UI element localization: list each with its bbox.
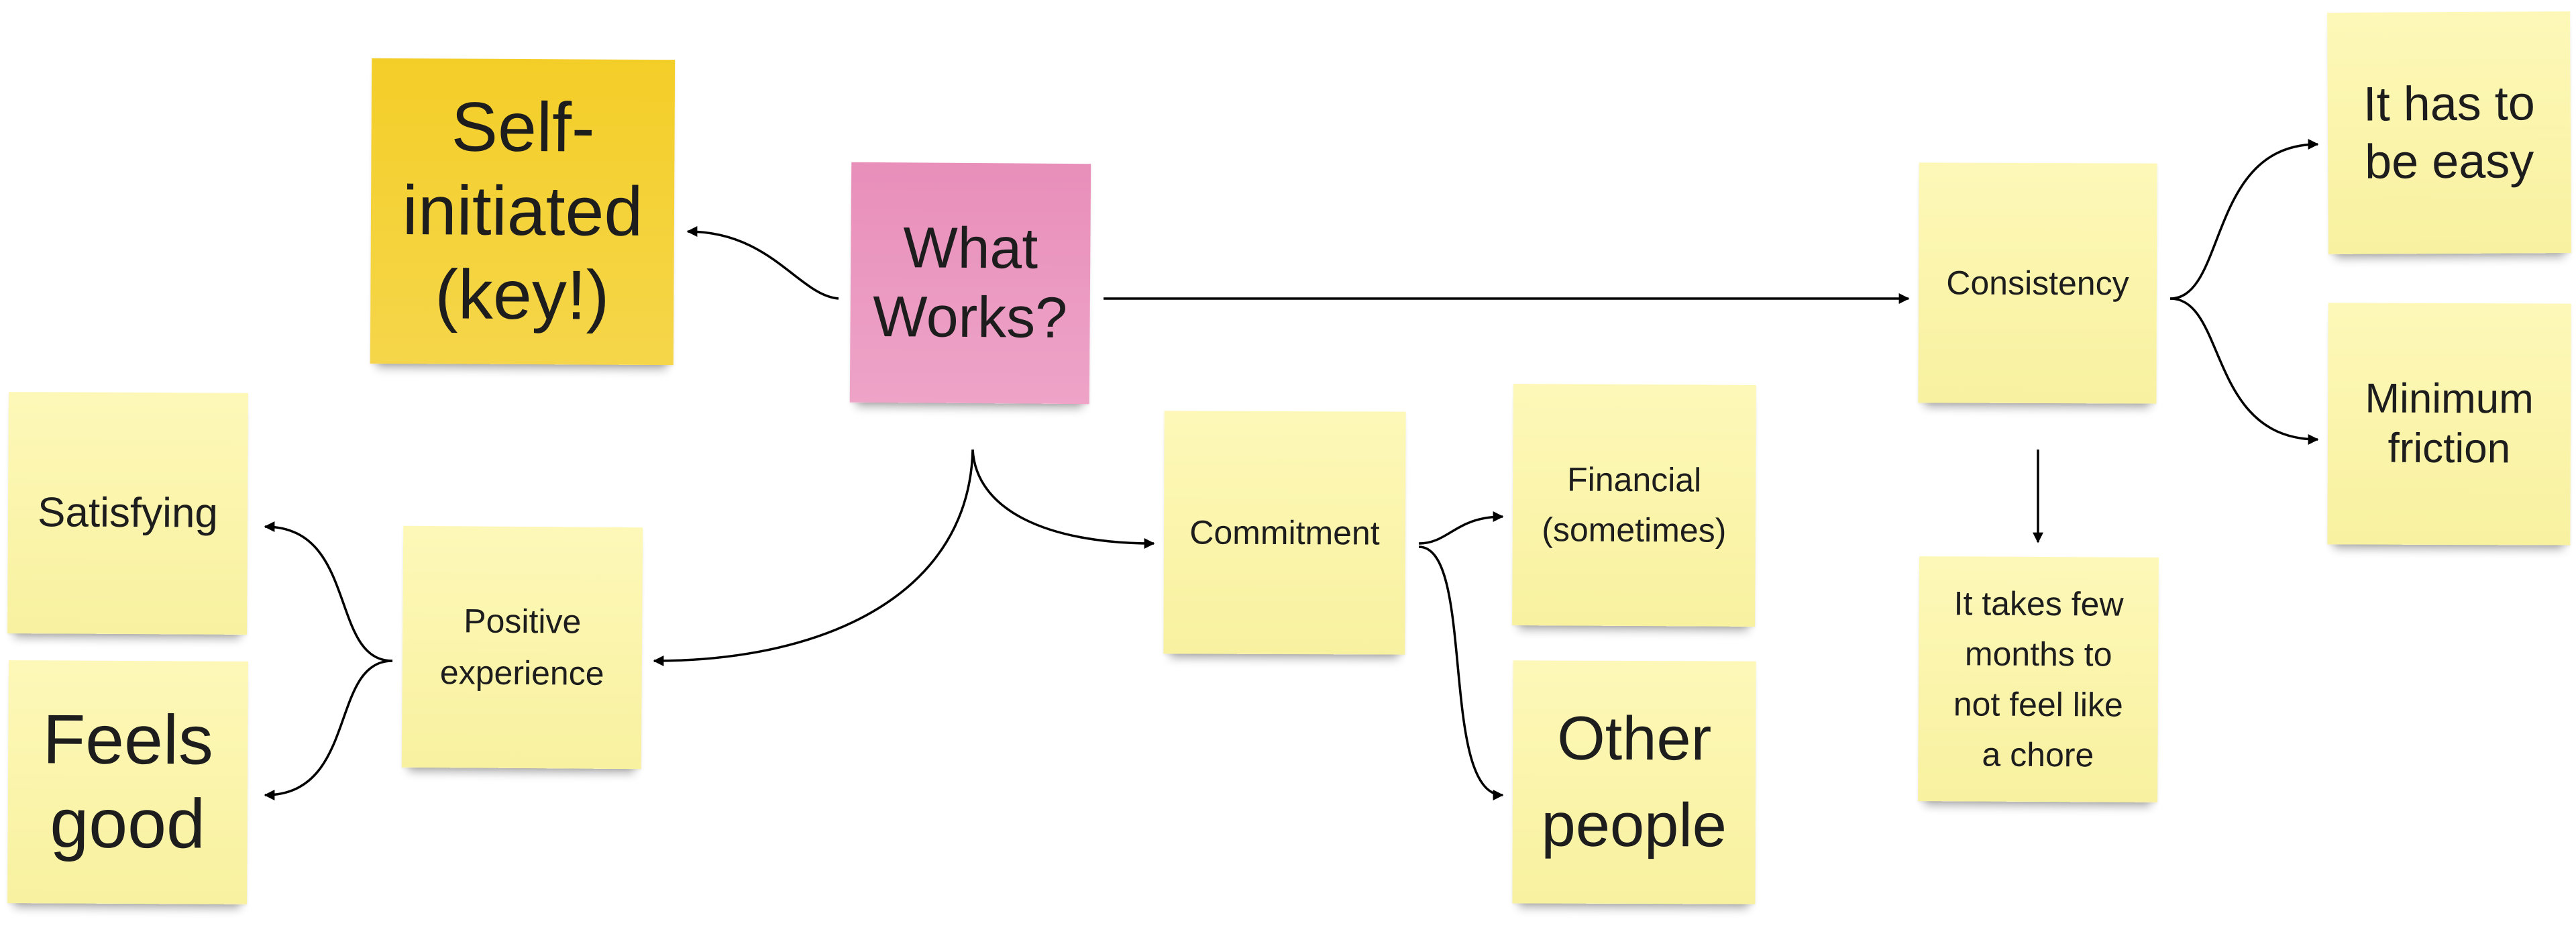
note-satisfying[interactable]: Satisfying (7, 392, 248, 635)
note-positive-experience-text: Positive experience (439, 601, 604, 692)
note-min-friction-text: Minimum friction (2365, 375, 2534, 472)
note-self-initiated-text: Self- initiated (key!) (402, 88, 643, 335)
note-other-people[interactable]: Other people (1512, 660, 1756, 904)
note-commitment[interactable]: Commitment (1163, 411, 1406, 655)
note-what-works[interactable]: What Works? (849, 162, 1091, 405)
note-positive-experience[interactable]: Positive experience (401, 525, 643, 770)
note-few-months[interactable]: It takes few months to not feel like a c… (1918, 556, 2159, 802)
note-feels-good[interactable]: Feels good (7, 660, 248, 904)
connector-commitment-to-financial (1418, 511, 1504, 545)
note-commitment-text: Commitment (1189, 513, 1380, 552)
note-self-initiated[interactable]: Self- initiated (key!) (370, 58, 676, 366)
note-financial[interactable]: Financial (sometimes) (1512, 384, 1756, 627)
note-few-months-text: It takes few months to not feel like a c… (1953, 584, 2124, 774)
note-satisfying-text: Satisfying (37, 489, 219, 537)
connector-positive-to-satisfying (264, 521, 393, 662)
connector-commitment-to-other-people (1418, 545, 1504, 800)
note-consistency[interactable]: Consistency (1918, 162, 2157, 404)
note-what-works-text: What Works? (872, 215, 1068, 351)
note-feels-good-text: Feels good (42, 700, 214, 863)
note-easy[interactable]: It has to be easy (2327, 11, 2571, 254)
note-consistency-text: Consistency (1946, 264, 2129, 303)
connector-consistency-to-easy (2169, 139, 2319, 300)
note-other-people-text: Other people (1541, 704, 1727, 860)
connector-consistency-to-min-friction (2169, 297, 2319, 445)
connector-positive-to-feels-good (264, 660, 393, 800)
note-easy-text: It has to be easy (2363, 76, 2536, 189)
connector-what-works-to-commitment (971, 449, 1155, 549)
connector-what-works-to-self-initiated (686, 226, 839, 300)
connector-what-works-to-positive-experience (653, 449, 974, 666)
note-min-friction[interactable]: Minimum friction (2327, 303, 2571, 545)
note-financial-text: Financial (sometimes) (1542, 460, 1727, 550)
